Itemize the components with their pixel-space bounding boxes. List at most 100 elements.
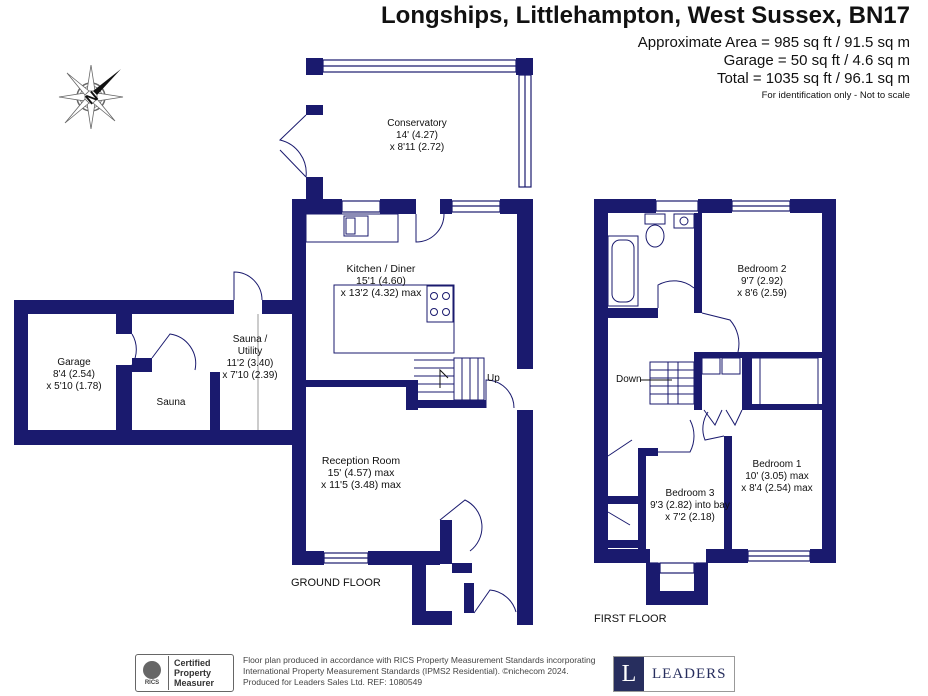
window	[341, 200, 381, 213]
window	[647, 562, 659, 592]
rics-line: Property	[174, 668, 212, 678]
room-reception: Reception Room 15' (4.57) max x 11'5 (3.…	[320, 455, 402, 491]
wall	[810, 549, 836, 563]
wall	[594, 549, 650, 563]
rics-badge: RICS Certified Property Measurer	[135, 654, 234, 692]
wall	[292, 551, 324, 565]
wall	[694, 352, 822, 358]
room-bedroom-1: Bedroom 1 10' (3.05) max x 8'4 (2.54) ma…	[741, 459, 813, 494]
wall	[742, 404, 822, 410]
room-bedroom-3: Bedroom 3 9'3 (2.82) into bay x 7'2 (2.1…	[650, 488, 730, 523]
approx-area: Approximate Area = 985 sq ft / 91.5 sq m	[637, 34, 910, 51]
wall	[728, 549, 748, 563]
property-title: Longships, Littlehampton, West Sussex, B…	[381, 2, 910, 29]
fixtures	[257, 213, 819, 430]
wall	[638, 456, 646, 551]
wall	[368, 551, 440, 565]
first-floor-label: FIRST FLOOR	[594, 613, 667, 625]
wall	[412, 551, 426, 625]
door-swing	[439, 499, 483, 552]
door-swing	[279, 149, 307, 178]
wall	[594, 199, 656, 213]
wall	[14, 430, 292, 445]
room-sauna-utility: Sauna / Utility 11'2 (3.40) x 7'10 (2.39…	[222, 334, 278, 381]
stairs-up-label: Up	[487, 373, 500, 384]
room-bedroom-2: Bedroom 2 9'7 (2.92) x 8'6 (2.59)	[737, 264, 787, 299]
door-swing	[131, 333, 137, 366]
windows	[17, 59, 811, 592]
wall	[406, 400, 486, 408]
room-conservatory: Conservatory 14' (4.27) x 8'11 (2.72)	[387, 118, 447, 153]
wall	[262, 300, 292, 314]
wall	[646, 591, 708, 605]
door-swing	[607, 511, 631, 526]
wall	[517, 410, 533, 625]
wall	[706, 549, 728, 563]
wall	[14, 300, 224, 314]
basin-icon	[673, 213, 695, 229]
leaders-initial: L	[614, 657, 644, 691]
rics-line: Certified	[174, 658, 211, 668]
walls	[14, 58, 836, 625]
wall	[224, 300, 234, 314]
wall	[822, 199, 836, 563]
room-sauna: Sauna	[156, 397, 186, 408]
wall	[694, 352, 702, 410]
wall	[292, 199, 306, 565]
rics-line: Measurer	[174, 678, 215, 688]
door-swing	[702, 411, 725, 441]
wall	[638, 448, 658, 456]
toilet-icon	[645, 224, 665, 248]
garage-area: Garage = 50 sq ft / 4.6 sq m	[723, 52, 910, 69]
wall	[210, 372, 220, 432]
stairs	[414, 357, 485, 401]
bath-icon	[607, 235, 639, 307]
wall	[608, 308, 658, 318]
leaders-wordmark: LEADERS	[652, 665, 727, 682]
wall	[694, 213, 702, 313]
window	[17, 313, 27, 425]
wall	[608, 496, 638, 504]
wall	[698, 199, 732, 213]
door-swing	[151, 333, 197, 371]
wall	[594, 199, 608, 563]
wall	[440, 199, 452, 214]
door-swing	[278, 114, 307, 178]
wall	[306, 380, 406, 387]
stairs-down-label: Down	[616, 374, 642, 385]
door-swing	[701, 312, 740, 353]
doors	[131, 114, 743, 614]
ground-floor-label: GROUND FLOOR	[291, 577, 381, 589]
rics-logo: RICS	[136, 656, 168, 690]
wall	[306, 105, 323, 115]
rics-seal-icon	[143, 660, 161, 679]
wall	[412, 611, 452, 625]
wall	[464, 583, 474, 613]
wardrobe	[752, 357, 819, 404]
door-swing	[657, 280, 695, 308]
door-swing	[415, 213, 445, 243]
door-swing	[485, 379, 515, 409]
wall	[116, 365, 132, 445]
door-swing	[233, 271, 263, 301]
wall	[516, 58, 533, 75]
footer-disclaimer: Floor plan produced in accordance with R…	[243, 655, 596, 687]
door-swing	[725, 409, 743, 427]
wall	[306, 177, 323, 201]
wall	[116, 314, 132, 334]
room-garage: Garage 8'4 (2.54) x 5'10 (1.78)	[46, 357, 102, 392]
wall	[380, 199, 416, 214]
compass-icon: N	[58, 64, 124, 130]
window	[655, 200, 699, 212]
leaders-logo: L LEADERS	[613, 656, 735, 692]
wall	[517, 199, 533, 369]
door-swing	[703, 409, 723, 426]
wall	[724, 436, 732, 563]
total-area: Total = 1035 sq ft / 96.1 sq m	[716, 70, 910, 87]
window	[695, 562, 707, 592]
wall	[742, 352, 752, 410]
kitchen-worktop	[305, 213, 399, 243]
room-kitchen-diner: Kitchen / Diner 15'1 (4.60) x 13'2 (4.32…	[340, 263, 422, 299]
wall	[608, 540, 646, 548]
